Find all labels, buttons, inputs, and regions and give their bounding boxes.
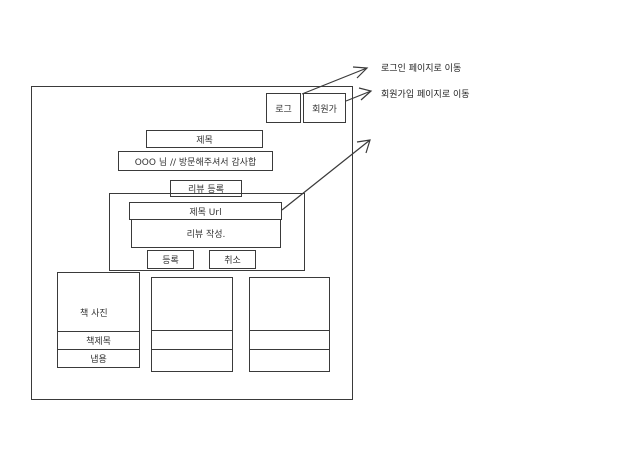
book-title bbox=[249, 330, 330, 350]
book-title: 책제목 bbox=[57, 331, 140, 350]
cancel-button[interactable]: 취소 bbox=[209, 250, 256, 269]
signup-arrowhead bbox=[358, 87, 373, 101]
submit-button[interactable]: 등록 bbox=[147, 250, 194, 269]
book-photo: 책 사진 bbox=[80, 309, 108, 319]
page-frame bbox=[31, 86, 353, 400]
login-annotation: 로그인 페이지로 이동 bbox=[381, 64, 462, 74]
book-title bbox=[151, 330, 233, 350]
book-content: 냅용 bbox=[57, 349, 140, 368]
title-url-input[interactable]: 제목 Url bbox=[129, 202, 282, 220]
page-title: 제목 bbox=[146, 130, 263, 148]
review-content-input[interactable]: 리뷰 작성. bbox=[131, 219, 281, 248]
review-form bbox=[109, 193, 305, 271]
signup-annotation: 회원가입 페이지로 이동 bbox=[381, 90, 470, 100]
review-register-button[interactable]: 리뷰 등록 bbox=[170, 180, 242, 197]
signup-button[interactable]: 회원가 bbox=[303, 93, 346, 123]
book-card[interactable] bbox=[151, 277, 233, 372]
login-arrowhead bbox=[352, 66, 369, 79]
book-card[interactable] bbox=[249, 277, 330, 372]
review-arrowhead bbox=[356, 139, 371, 154]
login-button[interactable]: 로그 bbox=[266, 93, 301, 123]
greeting-text: OOO 님 // 방문해주셔서 감사합 bbox=[118, 151, 273, 171]
